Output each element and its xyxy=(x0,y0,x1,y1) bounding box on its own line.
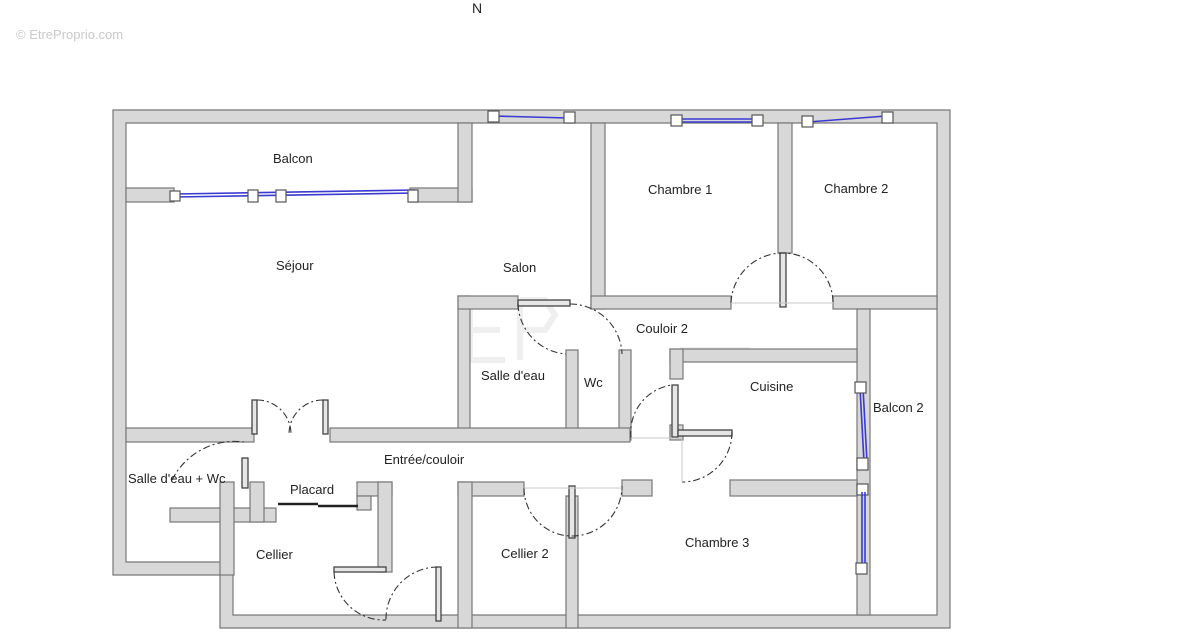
door-leaf xyxy=(435,566,442,622)
window-post xyxy=(855,562,868,575)
room-label-cellier: Cellier xyxy=(256,547,294,562)
window-post xyxy=(563,111,576,124)
window-post xyxy=(881,111,894,124)
room-label-salle-eau-wc: Salle d'eau + Wc xyxy=(128,471,226,486)
doors xyxy=(171,252,834,622)
room-label-entree: Entrée/couloir xyxy=(384,452,465,467)
walls xyxy=(112,109,951,629)
door-leaf xyxy=(333,566,387,573)
window-post xyxy=(487,110,500,123)
window-post xyxy=(854,381,867,394)
window-post xyxy=(407,189,419,203)
room-label-balcon: Balcon xyxy=(273,151,313,166)
window-post xyxy=(856,457,869,471)
window-post xyxy=(751,114,764,127)
door-leaf xyxy=(568,485,576,539)
door-leaf xyxy=(671,384,679,438)
room-label-cuisine: Cuisine xyxy=(750,379,793,394)
window-post xyxy=(247,189,259,203)
door-leaf xyxy=(322,399,329,435)
room-label-sejour: Séjour xyxy=(276,258,314,273)
placard-panels xyxy=(278,502,358,508)
door-leaf xyxy=(251,399,258,435)
door-leaf xyxy=(241,457,249,489)
room-label-balcon2: Balcon 2 xyxy=(873,400,924,415)
room-label-placard: Placard xyxy=(290,482,334,497)
window-post xyxy=(801,115,814,128)
room-label-salon: Salon xyxy=(503,260,536,275)
room-label-salle-eau: Salle d'eau xyxy=(481,368,545,383)
north-label: N xyxy=(472,0,482,16)
window-post xyxy=(670,114,683,127)
door-leaf xyxy=(779,252,787,308)
door-leaf xyxy=(677,429,733,437)
room-label-chambre1: Chambre 1 xyxy=(648,182,712,197)
room-label-wc: Wc xyxy=(584,375,603,390)
room-label-couloir2: Couloir 2 xyxy=(636,321,688,336)
door-leaf xyxy=(517,299,571,307)
window-post xyxy=(169,190,181,202)
window-post xyxy=(275,189,287,203)
room-label-chambre3: Chambre 3 xyxy=(685,535,749,550)
watermark: © EtreProprio.com xyxy=(16,27,123,42)
windows xyxy=(169,110,894,575)
room-label-cellier2: Cellier 2 xyxy=(501,546,549,561)
room-label-chambre2: Chambre 2 xyxy=(824,181,888,196)
